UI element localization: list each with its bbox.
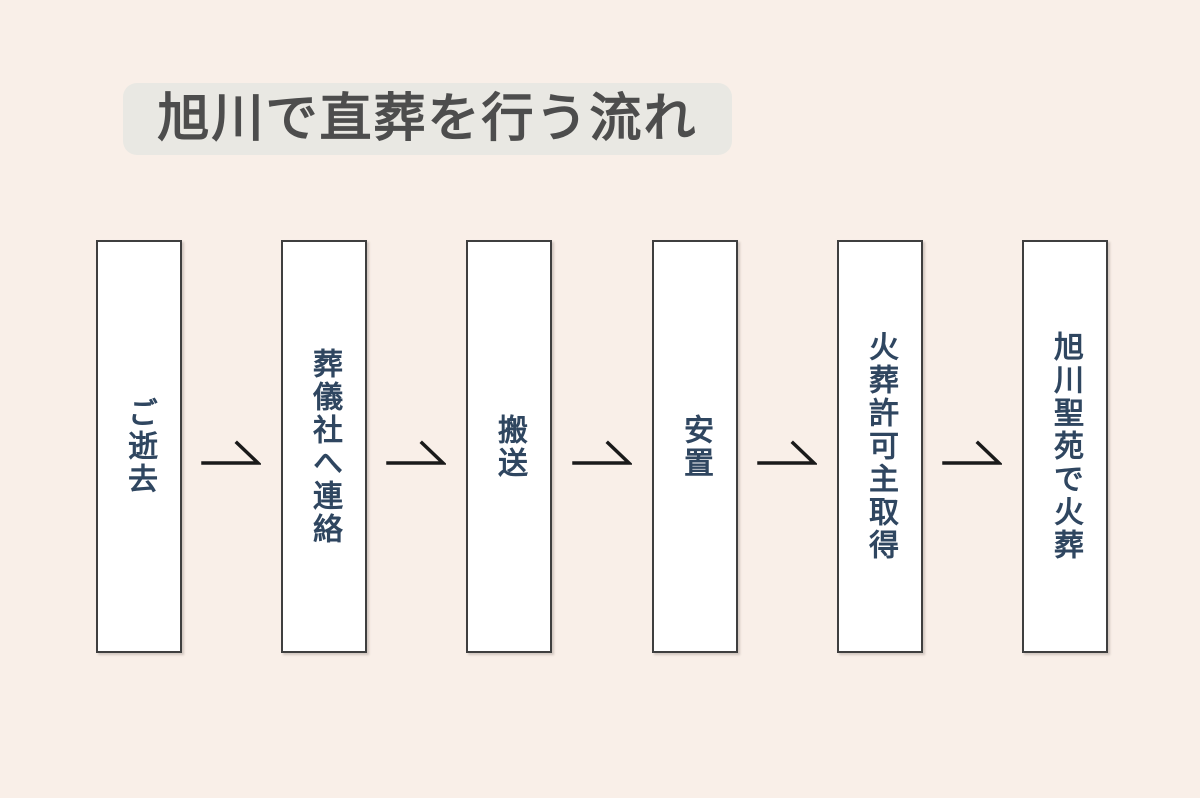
right-harpoon-arrow-icon xyxy=(757,438,817,470)
flow-step-6: 旭川聖苑で火葬 xyxy=(1022,240,1108,653)
flow-step-label: 葬儀社へ連絡 xyxy=(307,347,342,546)
flow-step-label: 安置 xyxy=(678,413,713,480)
flow-step-2: 葬儀社へ連絡 xyxy=(281,240,367,653)
right-harpoon-arrow-icon xyxy=(386,438,446,470)
flow-step-4: 安置 xyxy=(652,240,738,653)
flow-step-label: 火葬許可主取得 xyxy=(863,331,898,562)
flow-step-label: ご逝去 xyxy=(122,397,157,496)
title-badge: 旭川で直葬を行う流れ xyxy=(123,83,732,155)
right-harpoon-arrow-icon xyxy=(572,438,632,470)
flow-step-3: 搬送 xyxy=(466,240,552,653)
flow-step-1: ご逝去 xyxy=(96,240,182,653)
flow-step-5: 火葬許可主取得 xyxy=(837,240,923,653)
right-harpoon-arrow-icon xyxy=(201,438,261,470)
right-harpoon-arrow-icon xyxy=(942,438,1002,470)
page-title: 旭川で直葬を行う流れ xyxy=(157,89,698,149)
flow-step-label: 搬送 xyxy=(492,413,527,480)
flow-step-label: 旭川聖苑で火葬 xyxy=(1048,331,1083,562)
